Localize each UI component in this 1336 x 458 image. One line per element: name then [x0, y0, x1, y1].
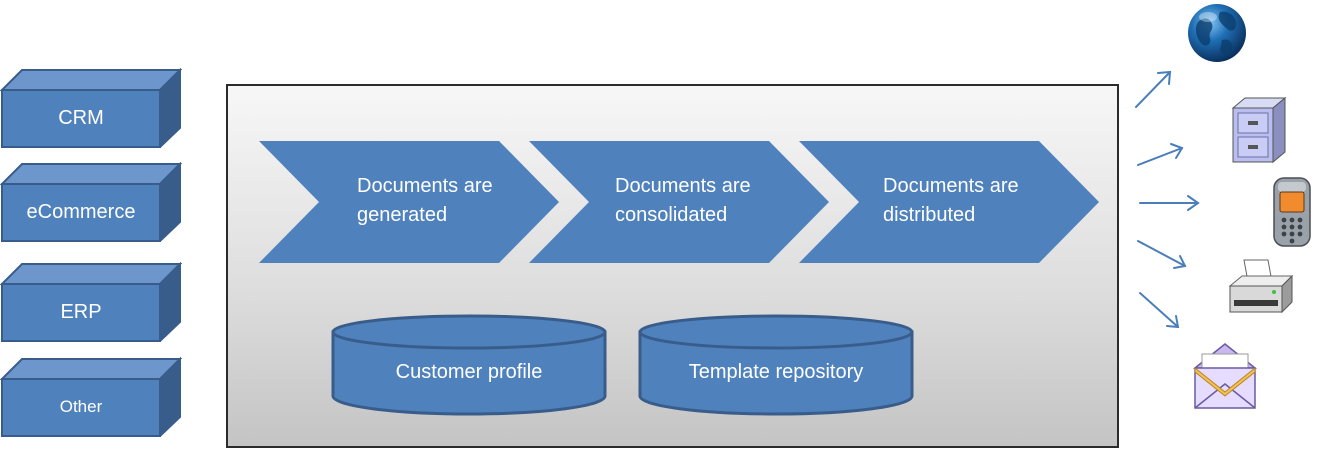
filing-cabinet-icon	[1229, 96, 1287, 166]
source-label: eCommerce	[26, 200, 136, 223]
arrow-to-web	[1135, 70, 1172, 108]
source-box-erp: ERP	[0, 262, 182, 342]
process-step-consolidated: Documents are consolidated	[529, 141, 829, 263]
process-step-distributed: Documents are distributed	[799, 141, 1099, 263]
process-step-label: Documents are consolidated	[615, 175, 751, 226]
arrow-to-email	[1139, 292, 1180, 329]
output-arrows	[1135, 70, 1200, 329]
source-label: ERP	[60, 300, 102, 323]
process-step-label: Documents are generated	[357, 175, 493, 226]
database-template-repository: Template repository	[638, 312, 914, 416]
database-label: Customer profile	[395, 361, 543, 383]
arrow-to-mobile	[1139, 195, 1200, 211]
source-box-other: Other	[0, 357, 182, 437]
database-customer-profile: Customer profile	[331, 312, 607, 416]
arrow-to-archive	[1137, 143, 1184, 166]
printer-icon	[1226, 256, 1296, 322]
envelope-icon	[1192, 342, 1258, 412]
arrow-to-print	[1137, 240, 1187, 269]
source-box-crm: CRM	[0, 68, 182, 148]
source-label: CRM	[58, 106, 104, 129]
globe-icon	[1186, 2, 1248, 64]
mobile-phone-icon	[1270, 176, 1314, 248]
source-box-ecommerce: eCommerce	[0, 162, 182, 242]
process-step-generated: Documents are generated	[259, 141, 559, 263]
database-label: Template repository	[688, 361, 864, 383]
process-step-label: Documents are distributed	[883, 175, 1019, 226]
source-label: Other	[59, 397, 103, 416]
